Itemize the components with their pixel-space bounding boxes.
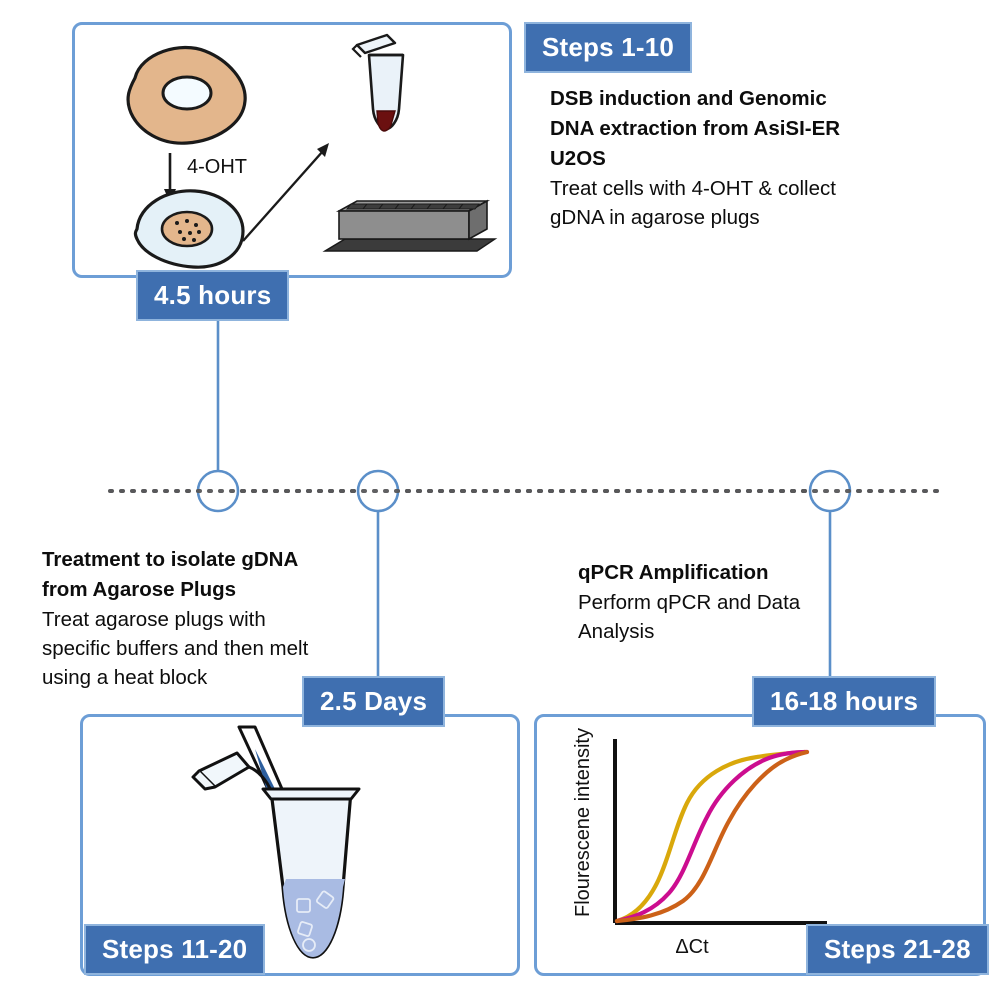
treated-cell-icon	[133, 189, 245, 269]
description-steps-21-28: qPCR Amplification Perform qPCR and Data…	[578, 558, 878, 646]
description-steps-1-10: DSB induction and Genomic DNA extraction…	[550, 84, 880, 233]
step2-body-line-2: specific buffers and then melt	[42, 637, 309, 661]
microcentrifuge-tube-with-plugs-icon	[261, 787, 361, 959]
badge-steps-21-28[interactable]: Steps 21-28	[806, 924, 989, 975]
step1-title-line-1: DSB induction and Genomic	[550, 87, 827, 110]
y-axis-label: Flourescene intensity	[572, 728, 594, 917]
collection-arrow-icon	[242, 143, 329, 242]
step2-body-line-3: using a heat block	[42, 666, 208, 690]
x-axis-label: ΔCt	[675, 936, 709, 958]
step2-body-line-1: Treat agarose plugs with	[42, 608, 266, 632]
curve-orange	[614, 749, 810, 924]
step1-title-line-2: DNA extraction from AsiSI-ER	[550, 117, 841, 141]
timeline-node-1	[196, 469, 240, 513]
badge-duration-16-18-hours[interactable]: 16-18 hours	[752, 676, 937, 727]
step2-title-line-2: from Agarose Plugs	[42, 578, 237, 602]
tube-cap-icon	[355, 33, 397, 55]
step3-title-line-1: qPCR Amplification	[578, 561, 769, 584]
step1-title-line-3: U2OS	[550, 147, 606, 171]
panel-steps-1-10: 4-OHT	[72, 22, 512, 278]
agarose-casting-tray-icon	[322, 199, 498, 252]
step3-body-line-2: Analysis	[578, 620, 655, 644]
step1-body-line-1: Treat cells with 4-OHT & collect	[550, 177, 836, 201]
curve-yellow	[614, 749, 808, 924]
agarose-plugs	[296, 890, 335, 952]
badge-duration-2-5-days[interactable]: 2.5 Days	[302, 676, 446, 727]
tube-liquid	[283, 879, 345, 957]
untreated-cell-nucleus	[161, 75, 213, 111]
dsb-foci	[175, 219, 201, 242]
timeline-node-3	[808, 469, 852, 513]
step3-body-line-1: Perform qPCR and Data	[578, 591, 801, 615]
step1-body-line-2: gDNA in agarose plugs	[550, 206, 760, 230]
badge-duration-4-5-hours[interactable]: 4.5 hours	[136, 270, 290, 321]
panel-bottom-left-artwork	[191, 725, 361, 959]
microcentrifuge-tube-icon	[351, 33, 405, 132]
badge-steps-1-10[interactable]: Steps 1-10	[524, 22, 693, 73]
qpcr-amplification-plot: Flourescene intensity ΔCt	[572, 728, 827, 958]
curve-magenta	[614, 749, 810, 924]
tray-wells	[345, 203, 481, 210]
tube-pellet	[376, 110, 396, 132]
panel-top-artwork: 4-OHT	[126, 33, 498, 269]
untreated-cell-icon	[126, 45, 247, 145]
badge-steps-11-20[interactable]: Steps 11-20	[84, 924, 266, 975]
treated-cell-nucleus	[160, 210, 214, 248]
treatment-label: 4-OHT	[187, 156, 247, 178]
timeline-node-2	[356, 469, 400, 513]
description-steps-11-20: Treatment to isolate gDNA from Agarose P…	[42, 545, 362, 693]
step2-title-line-1: Treatment to isolate gDNA	[42, 548, 299, 571]
